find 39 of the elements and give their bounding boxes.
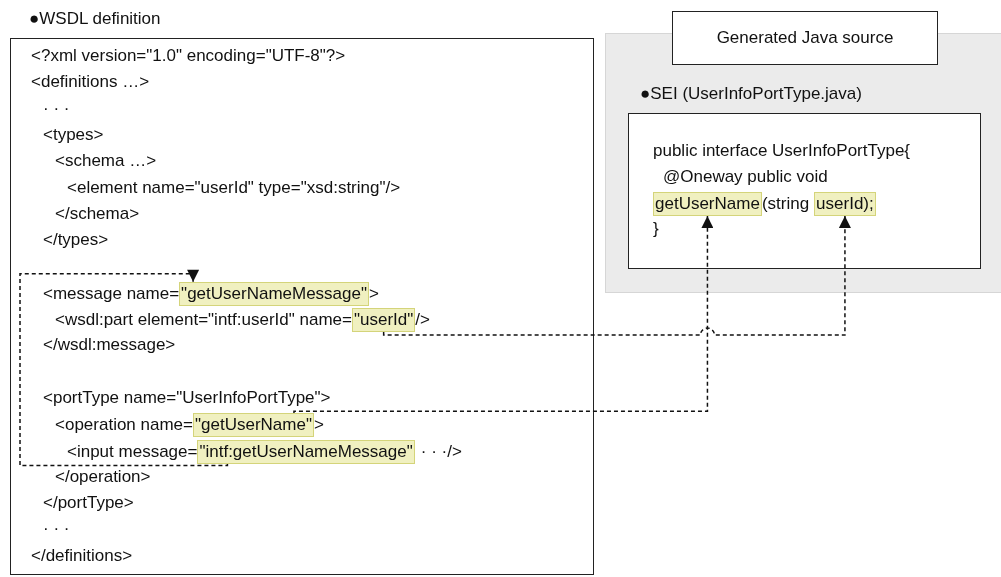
code-text: <schema …> <box>55 150 157 173</box>
highlighted-code: "intf:getUserNameMessage" <box>197 439 415 464</box>
code-text: · · · <box>43 97 70 120</box>
code-text: </definitions> <box>31 544 133 567</box>
code-text: public interface UserInfoPortType{ <box>653 140 911 162</box>
code-text: @Oneway public void <box>663 166 828 188</box>
section-heading: ●SEI (UserInfoPortType.java) <box>640 84 862 104</box>
dashed-arrow <box>382 215 851 336</box>
code-text: </types> <box>43 229 109 252</box>
code-text: </wsdl:message> <box>43 334 176 357</box>
code-text: <portType name="UserInfoPortType"> <box>43 386 331 409</box>
code-text: <wsdl:part element="intf:userId" name= <box>55 309 352 331</box>
code-text: </schema> <box>55 202 140 225</box>
code-text: </portType> <box>43 492 134 515</box>
title-box: Generated Java source <box>672 11 938 65</box>
dashed-arrow <box>293 215 714 414</box>
code-text: </operation> <box>55 465 151 488</box>
section-panel <box>605 33 1001 293</box>
code-text: > <box>313 414 324 437</box>
highlighted-code: "getUserNameMessage" <box>179 281 369 306</box>
highlighted-code: "getUserName" <box>193 413 314 438</box>
section-heading: ●WSDL definition <box>29 9 161 29</box>
code-text: > <box>369 282 379 305</box>
code-text: <?xml version="1.0" encoding="UTF-8"?> <box>31 45 346 67</box>
code-text: /> <box>415 309 430 331</box>
code-text: <types> <box>43 123 104 146</box>
code-text: <element name="userId" type="xsd:string"/> <box>67 176 401 199</box>
code-text: } <box>653 218 659 240</box>
code-text: <input message= <box>67 440 198 463</box>
code-text: · · ·/> <box>420 440 462 463</box>
code-text: <message name= <box>43 282 180 305</box>
code-text: · · · <box>43 518 70 541</box>
highlighted-code: "userId" <box>352 308 416 332</box>
dashed-arrow <box>19 269 229 467</box>
highlighted-code: getUserName <box>653 192 762 216</box>
code-text: <operation name= <box>55 414 193 437</box>
highlighted-code: userId); <box>814 192 876 216</box>
code-text: <definitions …> <box>31 71 150 94</box>
code-text: (string <box>761 193 810 215</box>
